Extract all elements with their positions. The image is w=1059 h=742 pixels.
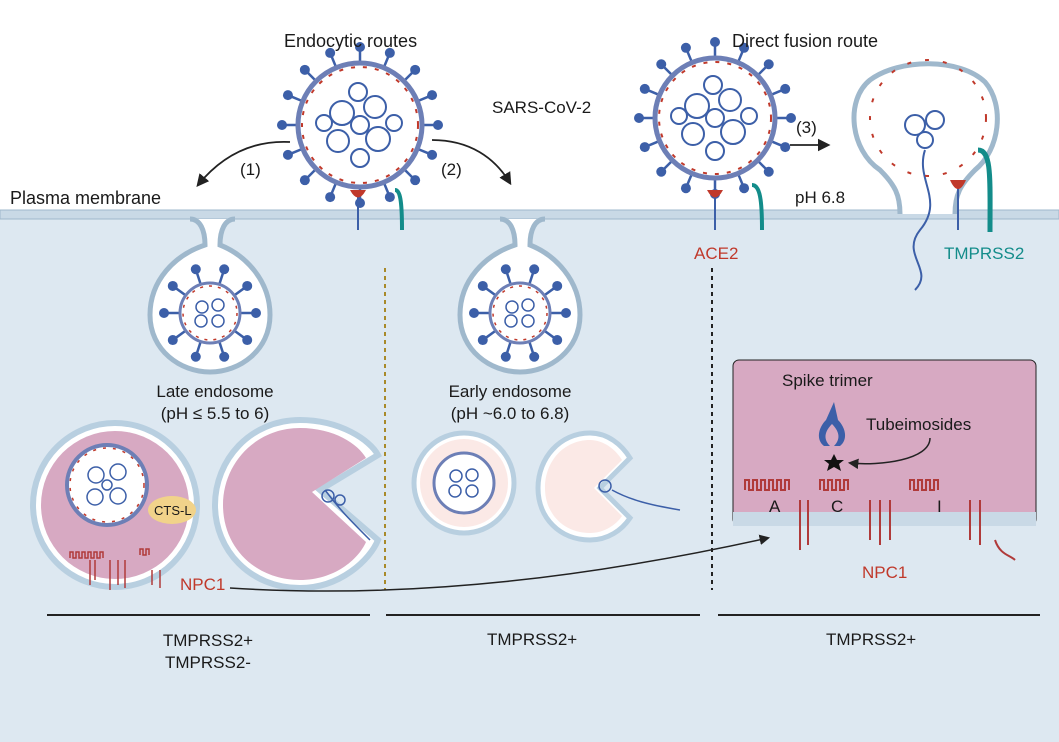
label-plasma-membrane: Plasma membrane: [10, 188, 162, 208]
late-endosome-virus: [30, 420, 200, 590]
fusion-genome: [904, 110, 945, 291]
tmprss2-receptor-left: [394, 188, 404, 231]
label-tmprss2: TMPRSS2: [944, 244, 1025, 263]
label-bottom-right: TMPRSS2+: [826, 630, 917, 649]
arrow-tubeimosides: [847, 437, 931, 470]
label-ph-68: pH 6.8: [795, 188, 846, 207]
cts-l-enzyme: [148, 496, 196, 524]
label-domain-i: I: [937, 497, 942, 516]
arrow-route-1: [196, 141, 291, 187]
label-npc1-right: NPC1: [862, 563, 908, 582]
virus-large-endocytic: [277, 42, 443, 208]
virus-large-fusion: [634, 37, 796, 199]
label-spike-trimer: Spike trimer: [782, 371, 873, 390]
label-step-1: (1): [240, 160, 261, 179]
ace2-receptor-fusion: [950, 180, 966, 230]
spike-proteins: [469, 264, 571, 362]
label-ace2: ACE2: [694, 244, 739, 263]
binding-star-icon: [824, 454, 844, 471]
label-domain-a: A: [769, 497, 781, 516]
late-endosome-crescent: [211, 416, 382, 592]
early-endosome-virus: [411, 430, 517, 536]
label-endocytic-routes: Endocytic routes: [284, 31, 418, 51]
label-step-3: (3): [796, 118, 817, 137]
label-step-2: (2): [441, 160, 462, 179]
virus-small-pit-left: [159, 264, 261, 362]
label-direct-fusion-route: Direct fusion route: [732, 31, 879, 51]
npc1-right-protein: [744, 479, 1016, 561]
fusion-envelope-dashes: [869, 59, 987, 177]
spike-trimer-icon: [818, 402, 846, 446]
label-domain-c: C: [831, 497, 844, 516]
label-early-endosome: Early endosome (pH ~6.0 to 6.8): [448, 382, 572, 423]
ace2-receptor-left: [350, 190, 366, 230]
arrow-route-2: [431, 139, 512, 186]
early-endosome-crescent: [535, 430, 681, 543]
spike-proteins: [159, 264, 261, 362]
tmprss2-receptor-right: [751, 183, 764, 231]
tmprss2-receptor-fusion: [977, 147, 993, 233]
fusion-bulb: [851, 61, 1000, 215]
npc1-left-protein: [69, 548, 161, 590]
virus-small-pit-middle: [469, 264, 571, 362]
label-npc1-left: NPC1: [180, 575, 226, 594]
arrow-npc1-zoom: [229, 534, 771, 592]
ace2-receptor-right: [707, 190, 723, 230]
label-tubeimosides: Tubeimosides: [866, 415, 972, 434]
label-bottom-left: TMPRSS2+ TMPRSS2-: [162, 631, 254, 672]
label-late-endosome: Late endosome (pH ≤ 5.5 to 6): [156, 382, 274, 423]
label-bottom-middle: TMPRSS2+: [487, 630, 578, 649]
label-cts-l: CTS-L: [154, 503, 192, 518]
npc1-zoom-panel: [732, 359, 1037, 561]
label-sars-cov-2: SARS-CoV-2: [492, 98, 592, 117]
